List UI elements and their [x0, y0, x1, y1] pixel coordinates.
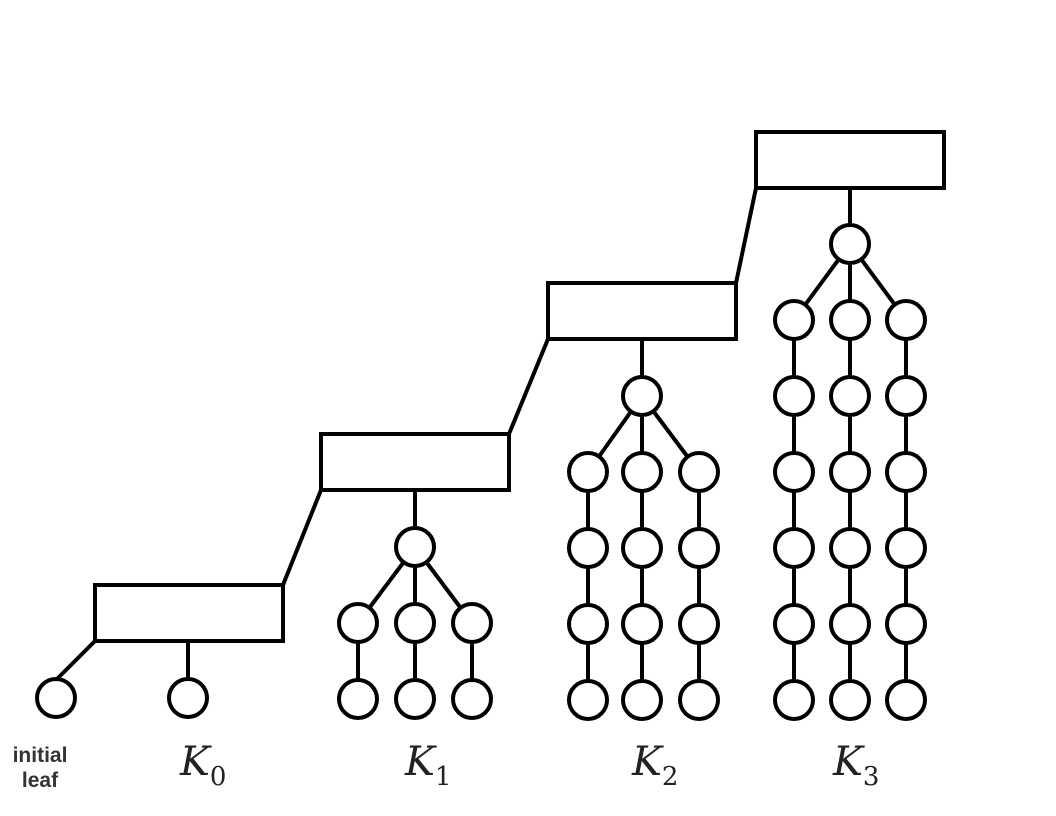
- k0-box: [93, 583, 285, 643]
- k0-label: K0: [180, 738, 226, 801]
- initial-leaf-node: [35, 677, 77, 719]
- k3-node-col2-row3: [885, 527, 927, 569]
- k3-node-col1-row5: [829, 679, 871, 721]
- k2-label: K2: [632, 738, 678, 801]
- k3-node-col1-row3: [829, 527, 871, 569]
- k1-box: [319, 432, 511, 492]
- k3-node-col2-row2: [885, 451, 927, 493]
- k1-node-col0-row1: [337, 678, 379, 720]
- k3-node-col0-row2: [773, 451, 815, 493]
- k3-box: [754, 130, 946, 190]
- k2-subscript: 2: [661, 762, 679, 792]
- k3-root-node: [829, 223, 871, 265]
- k1-node-col2-row0: [451, 602, 493, 644]
- k1-symbol: K: [405, 739, 435, 785]
- k1-node-col0-row0: [337, 602, 379, 644]
- k0-leaf-node: [167, 677, 209, 719]
- k2-node-col2-row0: [678, 451, 720, 493]
- k2-node-col1-row0: [621, 451, 663, 493]
- k2-node-col1-row1: [621, 527, 663, 569]
- k3-subscript: 3: [862, 762, 880, 792]
- k2-node-col2-row2: [678, 603, 720, 645]
- initial-leaf-label: initial leaf: [0, 743, 80, 793]
- k3-node-col0-row3: [773, 527, 815, 569]
- k1-node-col1-row0: [394, 602, 436, 644]
- k3-node-col1-row2: [829, 451, 871, 493]
- k0-subscript: 0: [209, 762, 227, 792]
- k3-node-col1-row1: [829, 375, 871, 417]
- k3-node-col2-row1: [885, 375, 927, 417]
- k3-node-col1-row4: [829, 603, 871, 645]
- k2-node-col0-row0: [567, 451, 609, 493]
- box-connector-2-3: [734, 186, 758, 285]
- k3-label: K3: [833, 738, 879, 801]
- k2-symbol: K: [632, 739, 662, 785]
- k3-node-col2-row0: [885, 299, 927, 341]
- k3-node-col0-row4: [773, 603, 815, 645]
- k2-node-col0-row3: [567, 679, 609, 721]
- k2-node-col0-row1: [567, 527, 609, 569]
- box-connector-1-2: [507, 337, 550, 436]
- k1-node-col2-row1: [451, 678, 493, 720]
- k3-node-col0-row5: [773, 679, 815, 721]
- k2-node-col0-row2: [567, 603, 609, 645]
- k1-subscript: 1: [434, 762, 452, 792]
- box-connector-0-1: [281, 488, 323, 587]
- k1-label: K1: [405, 738, 451, 801]
- k3-node-col0-row0: [773, 299, 815, 341]
- k2-node-col1-row3: [621, 679, 663, 721]
- k1-node-col1-row1: [394, 678, 436, 720]
- k0-symbol: K: [180, 739, 210, 785]
- k3-node-col0-row1: [773, 375, 815, 417]
- k3-node-col2-row4: [885, 603, 927, 645]
- k1-root-node: [394, 526, 436, 568]
- k2-node-col2-row1: [678, 527, 720, 569]
- initial-leaf-line1: initial: [12, 744, 68, 767]
- k0-edge-initial-leaf: [54, 639, 97, 682]
- k3-node-col2-row5: [885, 679, 927, 721]
- k2-node-col2-row3: [678, 679, 720, 721]
- initial-leaf-line2: leaf: [21, 769, 59, 792]
- k3-node-col1-row0: [829, 299, 871, 341]
- k2-box: [546, 281, 738, 341]
- k2-root-node: [621, 375, 663, 417]
- k3-symbol: K: [833, 739, 863, 785]
- k2-node-col1-row2: [621, 603, 663, 645]
